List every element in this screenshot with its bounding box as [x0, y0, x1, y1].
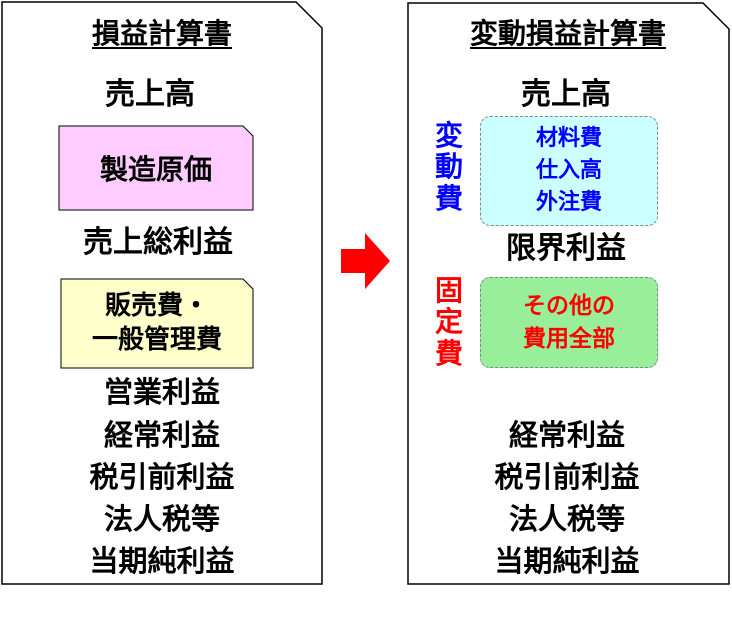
marginal-profit: 限界利益 — [506, 231, 626, 266]
left-operating-profit: 営業利益 — [103, 375, 221, 409]
outsourcing-cost: 外注費 — [535, 189, 602, 215]
fixed-cost-char-1: 固 — [434, 274, 463, 307]
variable-income-statement-title: 変動損益計算書 — [469, 17, 667, 50]
left-pretax-profit: 税引前利益 — [89, 460, 235, 494]
variable-cost-char-3: 費 — [434, 181, 463, 215]
right-pretax-profit: 税引前利益 — [494, 460, 640, 494]
variable-cost-label: 変 動 費 — [432, 120, 466, 214]
fixed-cost-box: その他の 費用全部 — [480, 277, 658, 368]
left-ordinary-profit: 経常利益 — [103, 418, 221, 452]
income-statement-title: 損益計算書 — [91, 17, 233, 50]
fixed-cost-char-3: 費 — [434, 336, 463, 370]
variable-cost-box: 材料費 仕入高 外注費 — [480, 116, 658, 226]
other-costs-line2: 費用全部 — [523, 325, 615, 352]
sga-box: 販売費・ 一般管理費 — [61, 279, 253, 368]
gross-profit: 売上総利益 — [83, 225, 233, 260]
left-revenue: 売上高 — [105, 77, 195, 112]
right-net-profit: 当期純利益 — [494, 544, 640, 578]
left-corporate-tax: 法人税等 — [103, 502, 221, 536]
sga-line2: 一般管理費 — [91, 324, 222, 355]
other-costs-line1: その他の — [523, 293, 615, 320]
fixed-cost-char-2: 定 — [434, 305, 463, 339]
fixed-cost-label: 固 定 費 — [432, 275, 466, 369]
variable-cost-char-1: 変 — [434, 119, 463, 152]
cogs-box-shape — [58, 125, 254, 211]
right-ordinary-profit: 経常利益 — [508, 418, 626, 452]
transform-arrow — [341, 233, 390, 289]
cogs-box: 製造原価 — [59, 126, 253, 210]
left-net-profit: 当期純利益 — [89, 544, 235, 578]
variable-cost-char-2: 動 — [434, 150, 463, 184]
sga-line1: 販売費・ — [104, 290, 209, 321]
purchases: 仕入高 — [535, 158, 602, 184]
sga-box-shape — [60, 278, 254, 369]
material-cost: 材料費 — [535, 126, 602, 152]
right-revenue: 売上高 — [521, 77, 611, 112]
cogs-label: 製造原価 — [99, 153, 212, 186]
right-corporate-tax: 法人税等 — [508, 502, 626, 536]
